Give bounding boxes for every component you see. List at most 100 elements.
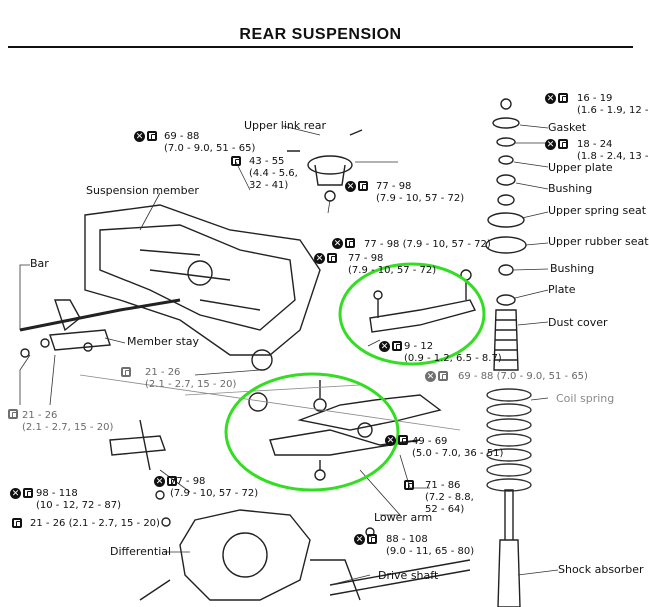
page-title: REAR SUSPENSION xyxy=(239,26,402,43)
label-bushing-2: Bushing xyxy=(550,262,595,275)
spec-16-19: 16 - 19(1.6 - 1.9, 12 - xyxy=(577,93,649,117)
spec-icons-77-98-d: ✕ xyxy=(154,476,177,487)
spec-sub2: 32 - 41) xyxy=(249,180,289,191)
circled-x-icon: ✕ xyxy=(379,341,390,352)
torque-wrench-icon xyxy=(558,93,568,103)
lower-arm-shape xyxy=(269,429,421,456)
spec-icons-21-26-b xyxy=(8,409,18,419)
spec-main: 18 - 24 xyxy=(577,139,613,150)
spec-main: 71 - 86 xyxy=(425,480,461,491)
circled-x-icon: ✕ xyxy=(354,534,365,545)
label-gasket: Gasket xyxy=(548,121,587,134)
label-shock-absorber: Shock absorber xyxy=(558,563,644,576)
circled-x-icon: ✕ xyxy=(134,131,145,142)
circled-x-icon: ✕ xyxy=(425,371,436,382)
spec-icons-21-26-c xyxy=(12,518,22,528)
label-differential: Differential xyxy=(110,545,172,558)
torque-wrench-icon xyxy=(398,435,408,445)
spec-icons-43-55 xyxy=(231,156,241,166)
spec-sub: (7.9 - 10, 57 - 72) xyxy=(376,193,465,204)
spec-69-88-mid: 69 - 88 (7.0 - 9.0, 51 - 65) xyxy=(458,371,588,382)
torque-wrench-icon xyxy=(147,131,157,141)
highlight-lower-arm xyxy=(224,372,400,492)
circled-x-icon: ✕ xyxy=(385,435,396,446)
spec-icons-69-88-mid: ✕ xyxy=(425,371,448,382)
shock-absorber-shape xyxy=(497,489,521,607)
spec-77-98-d: 77 - 98(7.9 - 10, 57 - 72) xyxy=(170,476,258,500)
spec-main: 88 - 108 xyxy=(386,534,428,545)
spec-sub: (2.1 - 2.7, 15 - 20) xyxy=(22,422,114,433)
torque-wrench-icon xyxy=(12,518,22,528)
spec-icons-77-98-c: ✕ xyxy=(314,253,337,264)
circled-x-icon: ✕ xyxy=(332,238,343,249)
spec-88-108: 88 - 108(9.0 - 11, 65 - 80) xyxy=(386,534,474,558)
circled-x-icon: ✕ xyxy=(10,488,21,499)
spec-77-98-b: 77 - 98 (7.9 - 10, 57 - 72) xyxy=(364,239,491,250)
spec-9-12: 9 - 12(0.9 - 1.2, 6.5 - 8.7) xyxy=(404,341,502,365)
label-coil-spring: Coil spring xyxy=(556,392,615,405)
spec-icons-21-26-a xyxy=(121,367,131,377)
spec-sub: (9.0 - 11, 65 - 80) xyxy=(386,546,475,557)
spec-icons-69-88-top: ✕ xyxy=(134,131,157,142)
coil-spring-shape xyxy=(486,388,532,492)
spec-icons-9-12: ✕ xyxy=(379,341,402,352)
label-bar: Bar xyxy=(30,257,49,270)
shock-stack-shape xyxy=(485,98,527,371)
spec-69-88-top: 69 - 88(7.0 - 9.0, 51 - 65) xyxy=(164,131,255,155)
circled-x-icon: ✕ xyxy=(154,476,165,487)
spec-sub: (7.9 - 10, 57 - 72) xyxy=(170,488,259,499)
highlight-upper-link xyxy=(338,262,486,366)
label-drive-shaft: Drive shaft xyxy=(378,569,439,582)
spec-main: 69 - 88 xyxy=(164,131,200,142)
torque-wrench-icon xyxy=(404,480,414,490)
spec-sub: (2.1 - 2.7, 15 - 20) xyxy=(145,379,237,390)
spec-main: 43 - 55 xyxy=(249,156,285,167)
spec-18-24: 18 - 24(1.8 - 2.4, 13 - xyxy=(577,139,649,163)
spec-49-69: 49 - 69(5.0 - 7.0, 36 - 51) xyxy=(412,436,503,460)
torque-wrench-icon xyxy=(558,139,568,149)
spec-43-55: 43 - 55(4.4 - 5.6,32 - 41) xyxy=(249,156,298,192)
spec-sub: (10 - 12, 72 - 87) xyxy=(36,500,121,511)
spec-21-26-b: 21 - 26(2.1 - 2.7, 15 - 20) xyxy=(22,410,113,434)
spec-sub: (1.8 - 2.4, 13 - xyxy=(577,151,649,162)
spec-main: 21 - 26 xyxy=(145,367,181,378)
torque-wrench-icon xyxy=(121,367,131,377)
suspension-member-shape xyxy=(84,204,321,356)
torque-wrench-icon xyxy=(327,253,337,263)
stabilizer-bar-shape xyxy=(19,298,181,332)
member-stay-shape xyxy=(49,329,111,351)
spec-main: 16 - 19 xyxy=(577,93,613,104)
spec-icons-49-69: ✕ xyxy=(385,435,408,446)
torque-wrench-icon xyxy=(392,341,402,351)
spec-main: 49 - 69 xyxy=(412,436,448,447)
label-upper-plate: Upper plate xyxy=(548,161,613,174)
circled-x-icon: ✕ xyxy=(345,181,356,192)
spec-71-86: 71 - 86(7.2 - 8.8,52 - 64) xyxy=(425,480,474,516)
spec-sub: (7.2 - 8.8, xyxy=(425,492,474,503)
torque-wrench-icon xyxy=(345,238,355,248)
spec-main: 21 - 26 xyxy=(22,410,58,421)
spec-21-26-a: 21 - 26(2.1 - 2.7, 15 - 20) xyxy=(145,367,236,391)
label-upper-rubber-seat: Upper rubber seat xyxy=(548,235,649,248)
spec-icons-88-108: ✕ xyxy=(354,534,377,545)
label-suspension-member: Suspension member xyxy=(86,184,199,197)
spec-icons-71-86 xyxy=(404,480,414,490)
spec-main: 77 - 98 xyxy=(376,181,412,192)
torque-wrench-icon xyxy=(167,476,177,486)
spec-icons-77-98-a: ✕ xyxy=(345,181,368,192)
torque-wrench-icon xyxy=(438,371,448,381)
drive-shaft-shape xyxy=(329,559,471,596)
differential-shape xyxy=(179,509,311,601)
label-bushing-1: Bushing xyxy=(548,182,593,195)
circled-x-icon: ✕ xyxy=(545,93,556,104)
torque-wrench-icon xyxy=(231,156,241,166)
spec-sub2: 52 - 64) xyxy=(425,504,465,515)
spec-77-98-c: 77 - 98(7.9 - 10, 57 - 72) xyxy=(348,253,436,277)
spec-icons-18-24: ✕ xyxy=(545,139,568,150)
label-member-stay: Member stay xyxy=(127,335,200,348)
torque-wrench-icon xyxy=(23,488,33,498)
spec-icons-16-19: ✕ xyxy=(545,93,568,104)
spec-icons-77-98-b: ✕ xyxy=(332,238,355,249)
